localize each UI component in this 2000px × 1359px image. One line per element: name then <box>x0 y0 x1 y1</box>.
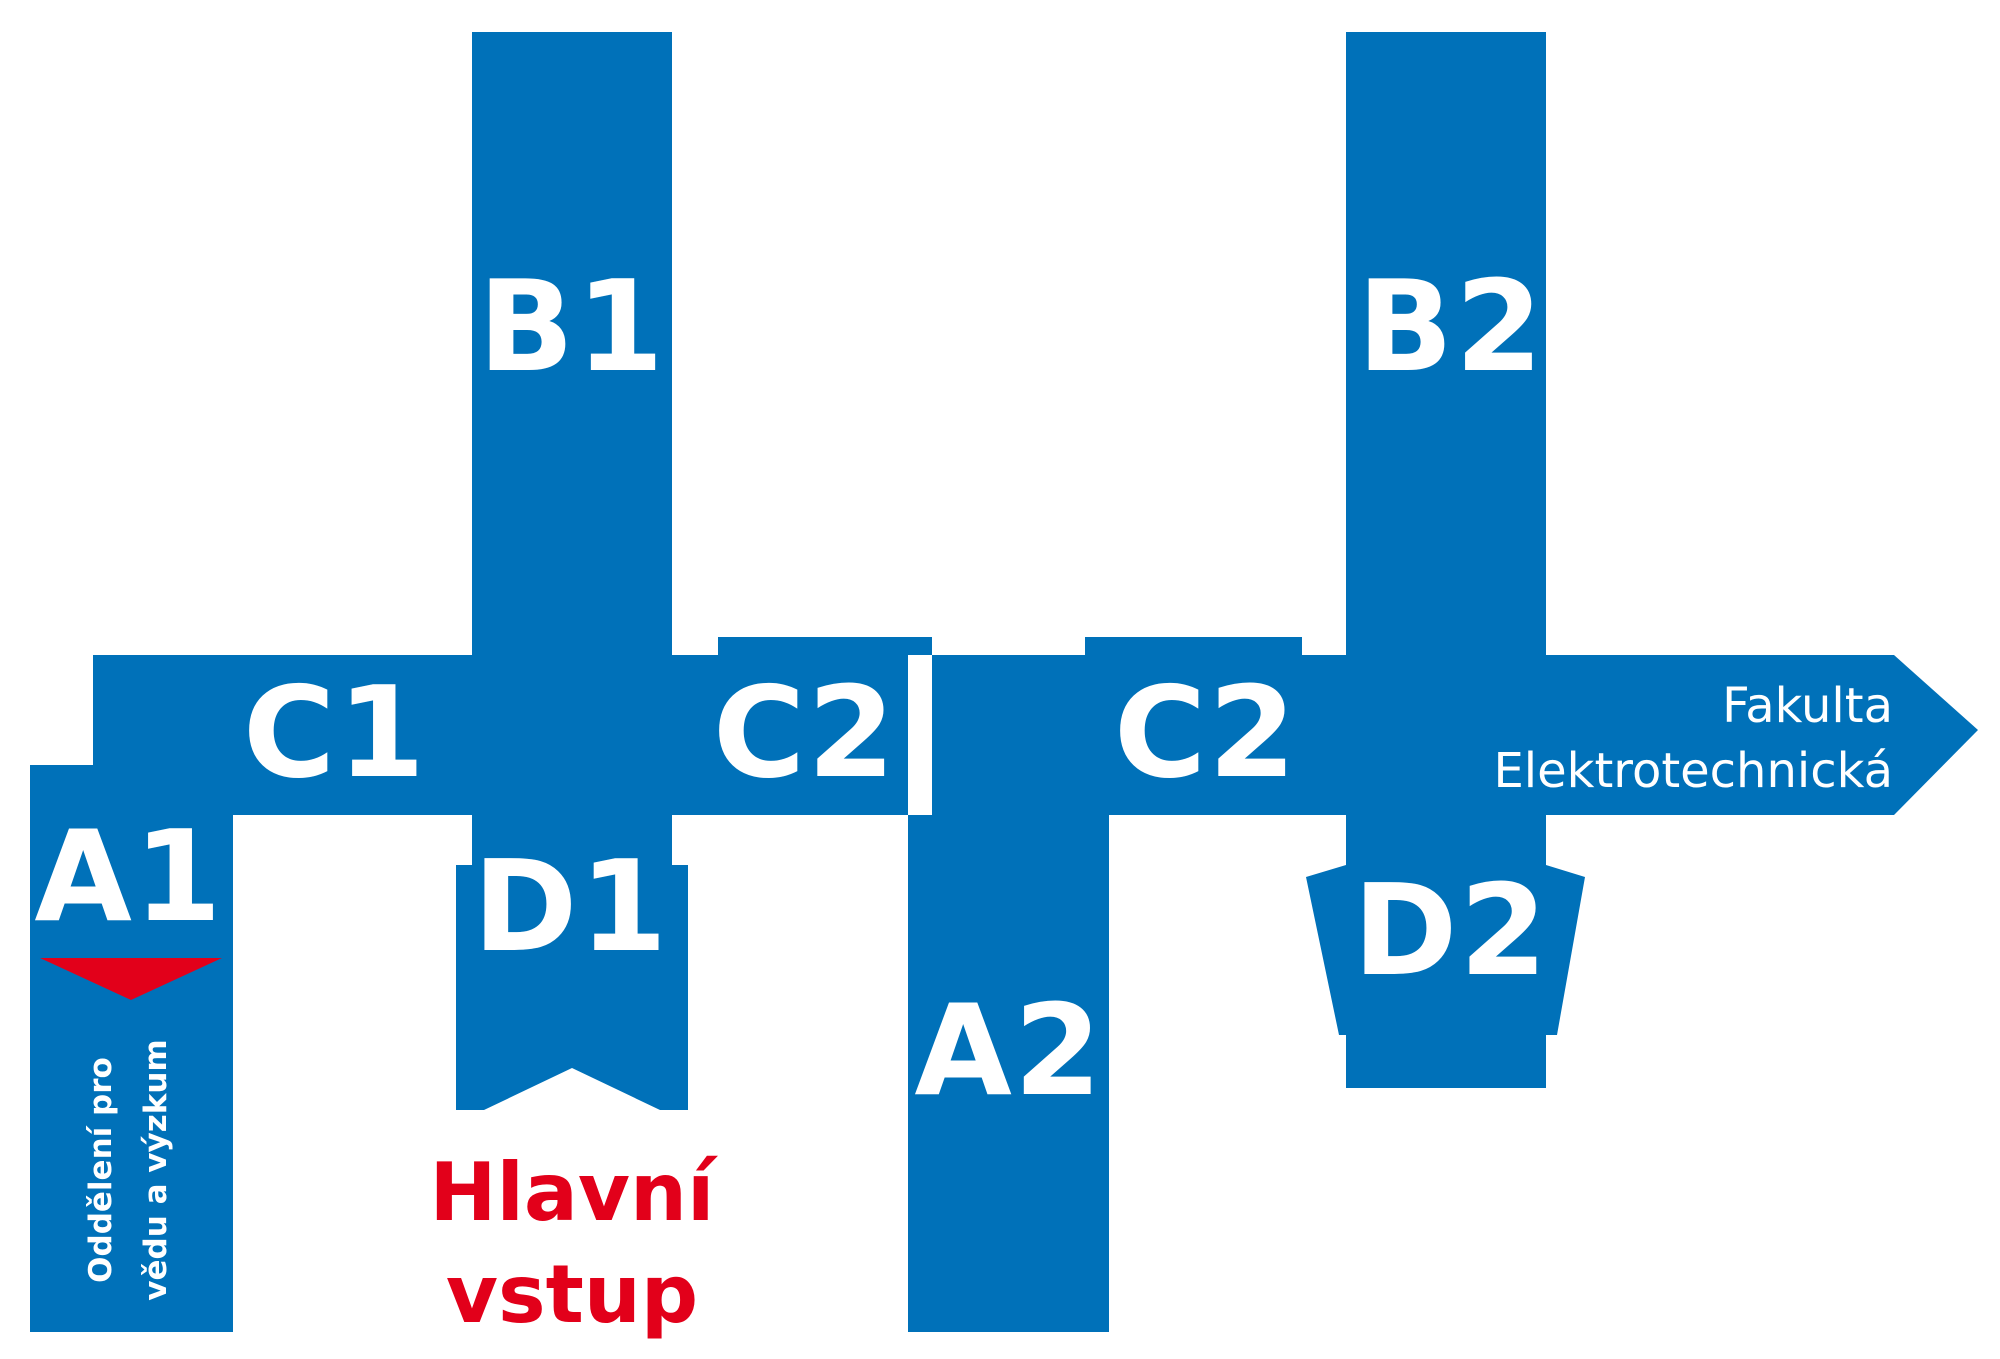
building-b1-shape[interactable] <box>472 32 672 815</box>
building-b2-label: B2 <box>1357 253 1545 400</box>
arrow-right-icon[interactable] <box>1546 655 1978 815</box>
building-c2-left-label: C2 <box>713 659 897 806</box>
building-c2-left-shape[interactable] <box>672 637 932 815</box>
building-d1-shape[interactable] <box>456 815 688 1110</box>
building-b1-label: B1 <box>478 253 666 400</box>
research-office-label-line1: Oddělení pro <box>83 1057 119 1283</box>
building-d2-shape[interactable] <box>1306 815 1585 1088</box>
building-shapes <box>30 32 1978 1332</box>
research-office-label-line2: vědu a výzkum <box>138 1039 174 1300</box>
main-entrance-label-line1: Hlavní <box>430 1146 718 1239</box>
building-d1-label: D1 <box>473 833 669 980</box>
faculty-label-line1: Fakulta <box>1722 678 1893 734</box>
main-entrance-label-line2: vstup <box>446 1248 698 1341</box>
building-a2-shape[interactable] <box>908 815 1109 1332</box>
building-c1-shape[interactable] <box>93 655 473 815</box>
research-office-label: Oddělení pro vědu a výzkum <box>83 1039 174 1300</box>
building-a1-label: A1 <box>34 803 223 950</box>
building-d2-label: D2 <box>1353 857 1549 1004</box>
building-b2-shape[interactable] <box>1346 32 1546 815</box>
building-a2-label: A2 <box>914 977 1103 1124</box>
triangle-down-marker-icon <box>40 958 222 1000</box>
building-c1-label: C1 <box>243 659 427 806</box>
building-c2-right-shape[interactable] <box>1085 637 1346 815</box>
building-c2-right-label: C2 <box>1114 659 1298 806</box>
faculty-label-line2: Elektrotechnická <box>1493 743 1893 799</box>
corridor-shape <box>932 655 1085 815</box>
